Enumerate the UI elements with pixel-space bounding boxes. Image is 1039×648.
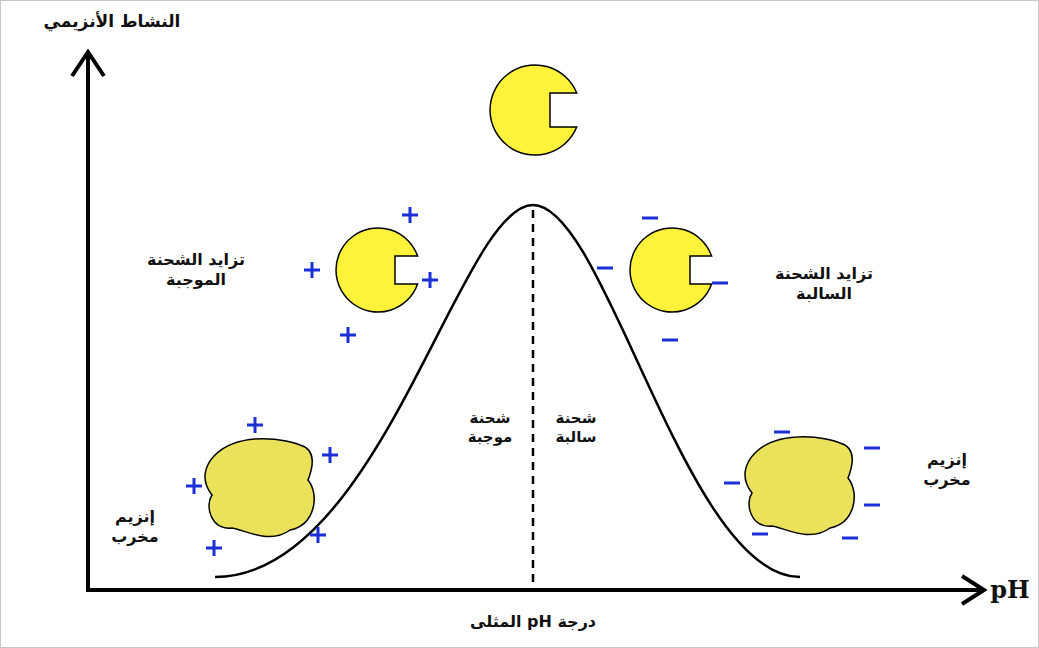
region-label: شحنة موجبة	[455, 409, 525, 447]
y-axis	[86, 56, 90, 590]
negative-enzyme	[630, 228, 712, 312]
denatured-enzyme	[205, 439, 314, 537]
axis-caption: درجة pH المثلى	[470, 612, 596, 632]
axis-title: pH	[990, 575, 1029, 605]
x-axis	[86, 588, 982, 592]
positive-enzyme	[336, 228, 418, 312]
charge-note: تزايد الشحنة الموجبة	[131, 250, 261, 290]
axis-title: النشاط الأنزيمي	[44, 11, 181, 32]
denatured-enzyme	[745, 437, 854, 535]
charge-note: تزايد الشحنة السالبة	[759, 264, 889, 304]
x-axis-arrow	[962, 576, 984, 604]
optimum-line	[532, 210, 535, 588]
region-label: شحنة سالبة	[541, 409, 611, 447]
enzyme-label: إنزيم مخرب	[93, 507, 177, 547]
y-axis-arrow	[72, 52, 104, 76]
enzyme-label: إنزيم مخرب	[905, 450, 989, 490]
active-enzyme	[490, 65, 577, 155]
